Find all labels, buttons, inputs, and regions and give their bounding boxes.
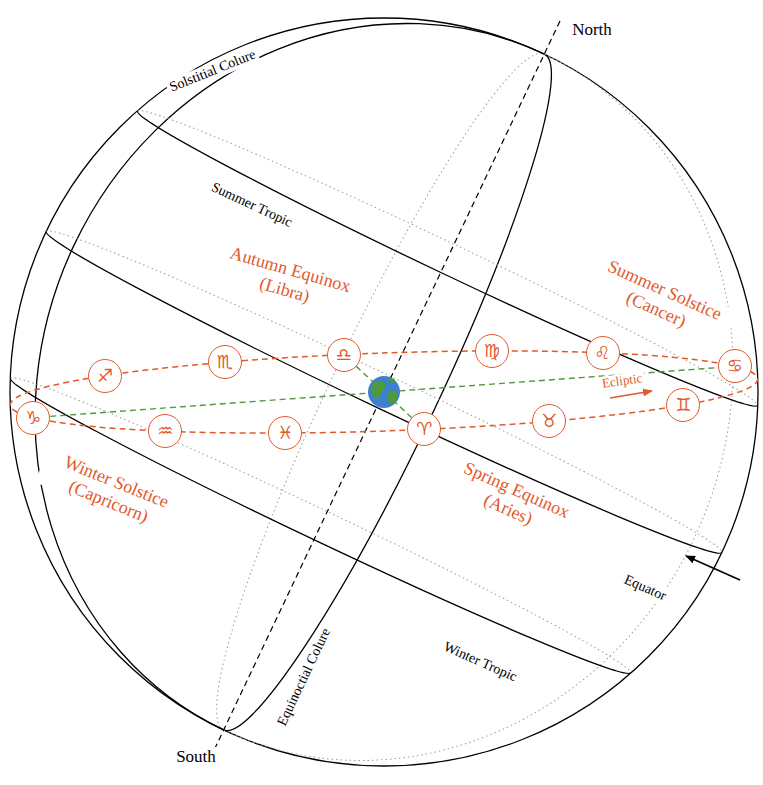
- circle-label: Winter Tropic: [438, 637, 522, 686]
- circle-label: South: [173, 747, 219, 767]
- zodiac-circle: ♍: [475, 334, 509, 368]
- sight-line: [356, 366, 412, 418]
- zodiac-circle: ♈: [407, 412, 441, 446]
- earth-land: [371, 381, 386, 399]
- zodiac-circle: ♉: [532, 404, 566, 438]
- zodiac-circle: ♌: [586, 336, 620, 370]
- circle-label: Solstitial Colure: [165, 45, 261, 96]
- zodiac-circle: ♐: [88, 359, 122, 393]
- circle-label: Equator: [619, 570, 672, 605]
- equinoctial-colure: [224, 54, 593, 752]
- zodiac-sign: ♍: [484, 342, 500, 360]
- equator-arrow: [686, 556, 740, 580]
- zodiac-sign: ♓: [277, 424, 293, 442]
- zodiac-sign: ♐: [97, 367, 113, 385]
- zodiac-circle: ♑: [16, 401, 50, 435]
- ecliptic: [9, 340, 759, 444]
- zodiac-circle: ♏: [208, 345, 242, 379]
- circle-label: Summer Tropic: [206, 178, 298, 232]
- ecliptic-arrow: [610, 391, 652, 398]
- equinoctial-colure-back: [176, 31, 545, 729]
- zodiac-circle: ♎: [327, 338, 361, 372]
- zodiac-circle: ♓: [268, 416, 302, 450]
- point-label: Spring Equinox (Aries): [435, 450, 590, 549]
- zodiac-sign: ♒: [157, 422, 173, 440]
- earth-ocean: [368, 376, 400, 408]
- zodiac-sign: ♋: [727, 357, 743, 375]
- celestial-axis: [208, 21, 560, 763]
- sight-line: [50, 368, 718, 417]
- point-label: Winter Solstice (Capricorn): [34, 445, 190, 540]
- circle-label: North: [569, 20, 615, 40]
- zodiac-circle: ♒: [148, 414, 182, 448]
- point-label: Summer Solstice (Cancer): [583, 250, 738, 349]
- zodiac-sign: ♌: [595, 344, 611, 362]
- solstitial-colure: [0, 0, 544, 730]
- solstitial-colure-back: [224, 54, 763, 785]
- point-label: Ecliptic: [598, 370, 646, 391]
- earth-land: [388, 378, 395, 383]
- zodiac-sign: ♏: [217, 353, 233, 371]
- earth-land: [387, 391, 398, 404]
- point-label: Autumn Equinox (Libra): [209, 239, 366, 320]
- zodiac-sign: ♊: [675, 396, 691, 414]
- zodiac-circle: ♋: [718, 349, 752, 383]
- zodiac-sign: ♈: [416, 420, 432, 438]
- zodiac-circle: ♊: [666, 388, 700, 422]
- circle-label: Equinoctial Colure: [273, 623, 336, 731]
- zodiac-sign: ♉: [541, 412, 557, 430]
- zodiac-sign: ♑: [25, 409, 41, 427]
- zodiac-sign: ♎: [335, 346, 351, 364]
